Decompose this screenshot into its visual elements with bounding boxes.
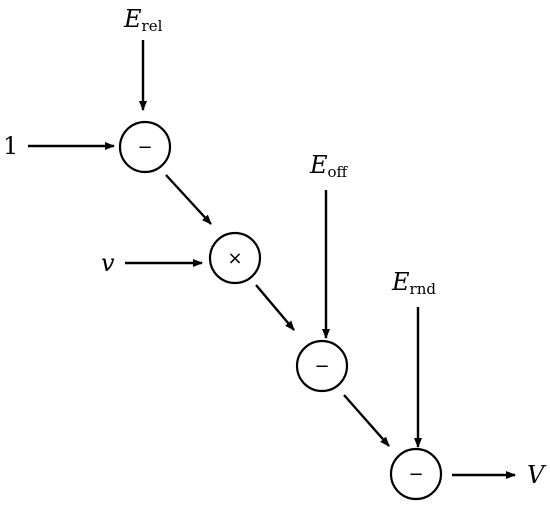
e-rel-base: E <box>123 5 142 33</box>
input-label-v: v <box>101 249 115 277</box>
subtract-node-1: − <box>118 120 172 174</box>
e-off-base: E <box>309 151 328 179</box>
subtract-node-2-symbol: − <box>314 356 329 377</box>
multiply-node-symbol: × <box>227 248 242 269</box>
input-label-e-rel: Erel <box>123 5 163 35</box>
subtract-node-2: − <box>295 339 349 393</box>
e-rnd-subscript: rnd <box>410 280 437 298</box>
subtract-node-3-symbol: − <box>408 464 423 485</box>
edge-sub2-to-sub3 <box>343 394 390 447</box>
input-label-e-rnd: Ernd <box>391 268 436 298</box>
multiply-node: × <box>208 231 262 285</box>
e-rel-subscript: rel <box>142 17 163 35</box>
output-label-v: V <box>527 461 547 489</box>
subtract-node-3: − <box>389 447 443 501</box>
e-off-subscript: off <box>328 163 349 181</box>
edge-sub1-to-mul <box>165 174 212 225</box>
input-label-e-off: Eoff <box>309 151 349 181</box>
subtract-node-1-symbol: − <box>137 137 152 158</box>
edge-mul-to-sub2 <box>255 284 295 331</box>
e-rnd-base: E <box>391 268 410 296</box>
input-label-one: 1 <box>3 132 18 160</box>
